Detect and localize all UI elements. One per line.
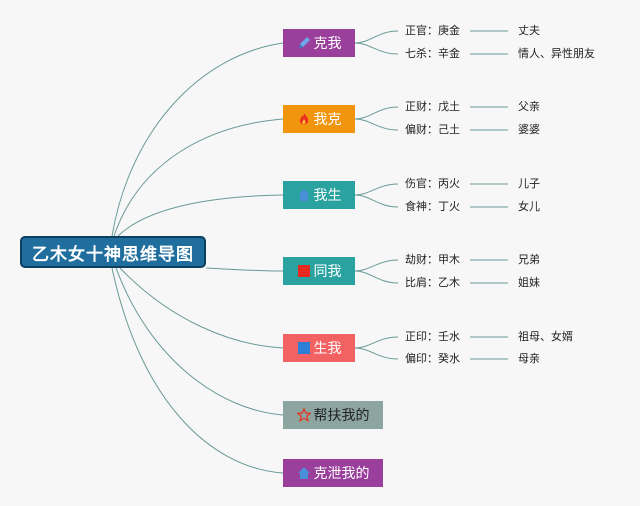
leaf-value[interactable]: 丈夫 — [518, 24, 540, 37]
leaf-label[interactable]: 劫财：甲木 — [405, 253, 460, 266]
leaf-value[interactable]: 父亲 — [518, 100, 540, 113]
blue-square-icon — [297, 342, 310, 354]
pencil-icon — [298, 37, 310, 48]
link-root-bang — [115, 267, 284, 416]
house-icon — [297, 189, 310, 201]
branch-wo-sheng[interactable]: 我生 — [283, 181, 355, 209]
leaf-value[interactable]: 兄弟 — [518, 253, 540, 266]
leaf-label[interactable]: 七杀：辛金 — [405, 47, 460, 60]
leaf-value[interactable]: 祖母、女婿 — [518, 330, 573, 343]
leaf-value[interactable]: 母亲 — [518, 352, 540, 365]
leaf-label[interactable]: 正财：戊土 — [405, 100, 460, 113]
link-root-ke — [111, 42, 284, 237]
link-root-xie — [111, 267, 284, 474]
leaf-label[interactable]: 偏财：己土 — [405, 123, 460, 136]
branch-ke-wo[interactable]: 克我 — [283, 29, 355, 57]
link-root-tong — [205, 267, 284, 272]
branch-label: 克泄我的 — [313, 466, 370, 482]
leaf-value[interactable]: 姐妹 — [518, 276, 540, 289]
branch-tong-wo[interactable]: 同我 — [283, 257, 355, 285]
link-root-woke — [113, 118, 284, 237]
branch-label: 我克 — [313, 112, 342, 128]
root-node[interactable]: 乙木女十神思维导图 — [20, 236, 206, 268]
branch-ke-xie-wo-de[interactable]: 克泄我的 — [283, 459, 383, 487]
branch-label: 克我 — [313, 36, 342, 52]
branch-label: 帮扶我的 — [313, 408, 370, 424]
branch-sheng-wo[interactable]: 生我 — [283, 334, 355, 362]
leaf-value[interactable]: 女儿 — [518, 200, 540, 213]
red-square-icon — [297, 265, 310, 277]
root-label: 乙木女十神思维导图 — [32, 244, 194, 265]
link-root-sheng — [117, 194, 284, 237]
branch-wo-ke[interactable]: 我克 — [283, 105, 355, 133]
leaf-label[interactable]: 偏印：癸水 — [405, 352, 460, 365]
star-icon — [296, 408, 311, 422]
leaf-label[interactable]: 正印：壬水 — [405, 330, 460, 343]
leaf-label[interactable]: 食神：丁火 — [405, 200, 460, 213]
leaf-label[interactable]: 比肩：乙木 — [405, 276, 460, 289]
branch-label: 生我 — [313, 341, 342, 357]
flame-icon — [299, 113, 308, 125]
link-root-sh2 — [119, 267, 284, 349]
branch-label: 同我 — [313, 264, 342, 280]
branch-bang-fu-wo-de[interactable]: 帮扶我的 — [283, 401, 383, 429]
leaf-label[interactable]: 伤官：丙火 — [405, 177, 460, 190]
leaf-value[interactable]: 儿子 — [518, 177, 540, 190]
branch-label: 我生 — [313, 188, 342, 204]
leaf-value[interactable]: 情人、异性朋友 — [518, 47, 595, 60]
leaf-label[interactable]: 正官：庚金 — [405, 24, 460, 37]
leaf-value[interactable]: 婆婆 — [518, 123, 540, 136]
house-icon — [297, 467, 310, 479]
